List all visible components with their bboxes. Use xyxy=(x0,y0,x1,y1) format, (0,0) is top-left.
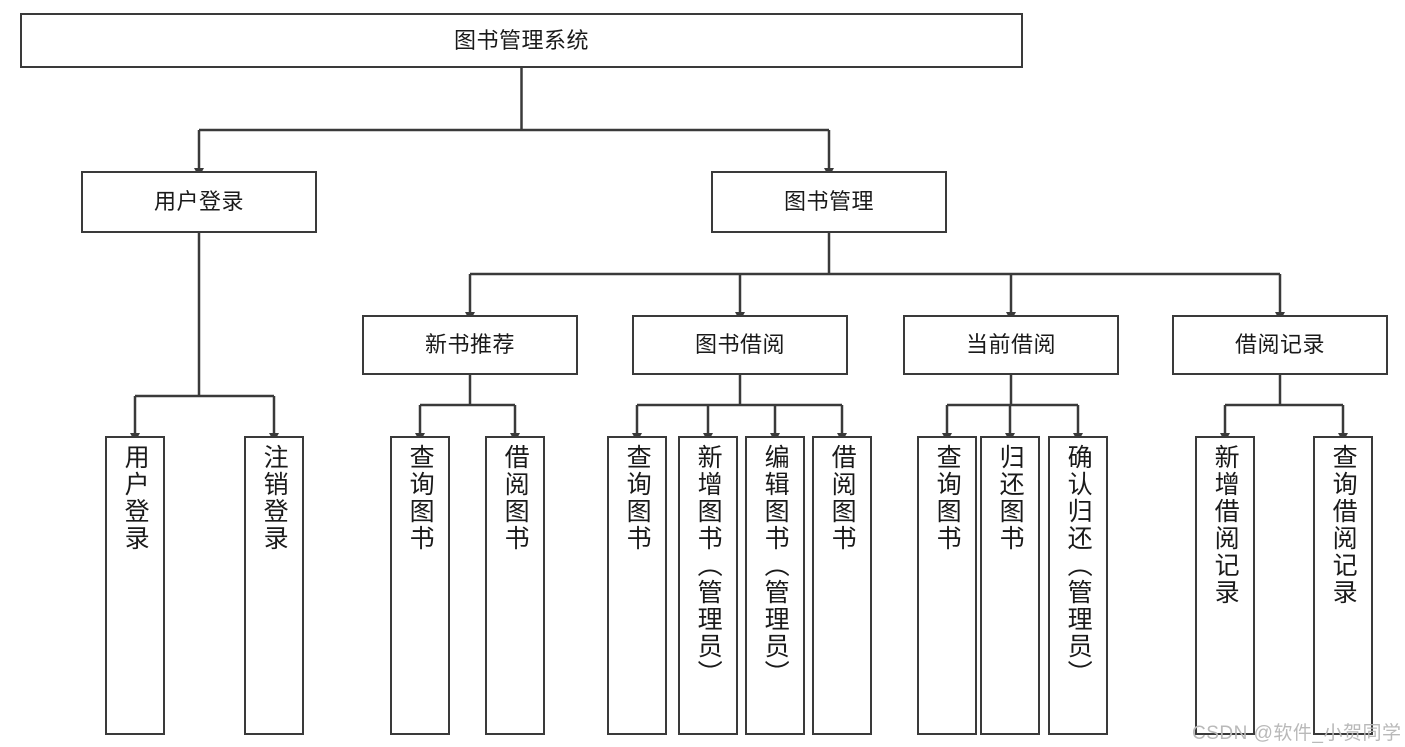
node-label-leaf-user-login: 用户登录 xyxy=(121,444,150,552)
node-leaf-add-borrow-record[interactable]: 新增借阅记录 xyxy=(1195,436,1255,735)
node-label-book-borrow: 图书借阅 xyxy=(694,332,785,358)
node-label-leaf-confirm-return-admin: 确认归还（管理员） xyxy=(1064,444,1093,687)
node-label-leaf-add-book-admin: 新增图书（管理员） xyxy=(694,444,723,687)
node-label-leaf-query-book-current: 查询图书 xyxy=(933,444,962,552)
node-leaf-user-login[interactable]: 用户登录 xyxy=(105,436,165,735)
node-leaf-borrow-book[interactable]: 借阅图书 xyxy=(812,436,872,735)
node-leaf-borrow-book-recommend[interactable]: 借阅图书 xyxy=(485,436,545,735)
node-label-leaf-query-borrow-record: 查询借阅记录 xyxy=(1329,444,1358,606)
node-label-leaf-add-borrow-record: 新增借阅记录 xyxy=(1211,444,1240,606)
node-label-leaf-logout-login: 注销登录 xyxy=(260,444,289,552)
node-new-book-recommend[interactable]: 新书推荐 xyxy=(362,315,578,375)
node-label-leaf-query-book-borrow: 查询图书 xyxy=(623,444,652,552)
node-leaf-add-book-admin[interactable]: 新增图书（管理员） xyxy=(678,436,738,735)
node-leaf-query-book-recommend[interactable]: 查询图书 xyxy=(390,436,450,735)
node-leaf-query-book-current[interactable]: 查询图书 xyxy=(917,436,977,735)
node-book-management[interactable]: 图书管理 xyxy=(711,171,947,233)
node-label-book-management: 图书管理 xyxy=(783,189,874,215)
node-user-login[interactable]: 用户登录 xyxy=(81,171,317,233)
node-leaf-logout-login[interactable]: 注销登录 xyxy=(244,436,304,735)
node-label-new-book-recommend: 新书推荐 xyxy=(424,332,515,358)
node-label-current-borrow: 当前借阅 xyxy=(965,332,1056,358)
node-borrow-record[interactable]: 借阅记录 xyxy=(1172,315,1388,375)
node-label-leaf-return-book: 归还图书 xyxy=(996,444,1025,552)
node-leaf-confirm-return-admin[interactable]: 确认归还（管理员） xyxy=(1048,436,1108,735)
node-current-borrow[interactable]: 当前借阅 xyxy=(903,315,1119,375)
node-leaf-query-book-borrow[interactable]: 查询图书 xyxy=(607,436,667,735)
node-label-borrow-record: 借阅记录 xyxy=(1234,332,1325,358)
node-leaf-edit-book-admin[interactable]: 编辑图书（管理员） xyxy=(745,436,805,735)
node-leaf-query-borrow-record[interactable]: 查询借阅记录 xyxy=(1313,436,1373,735)
node-label-leaf-borrow-book-recommend: 借阅图书 xyxy=(501,444,530,552)
csdn-watermark: CSDN @软件_小贺同学 xyxy=(1192,723,1402,744)
node-label-leaf-borrow-book: 借阅图书 xyxy=(828,444,857,552)
node-label-root: 图书管理系统 xyxy=(453,27,589,53)
node-label-leaf-query-book-recommend: 查询图书 xyxy=(406,444,435,552)
node-root[interactable]: 图书管理系统 xyxy=(20,13,1023,68)
node-label-leaf-edit-book-admin: 编辑图书（管理员） xyxy=(761,444,790,687)
node-leaf-return-book[interactable]: 归还图书 xyxy=(980,436,1040,735)
node-book-borrow[interactable]: 图书借阅 xyxy=(632,315,848,375)
node-label-user-login: 用户登录 xyxy=(153,189,244,215)
